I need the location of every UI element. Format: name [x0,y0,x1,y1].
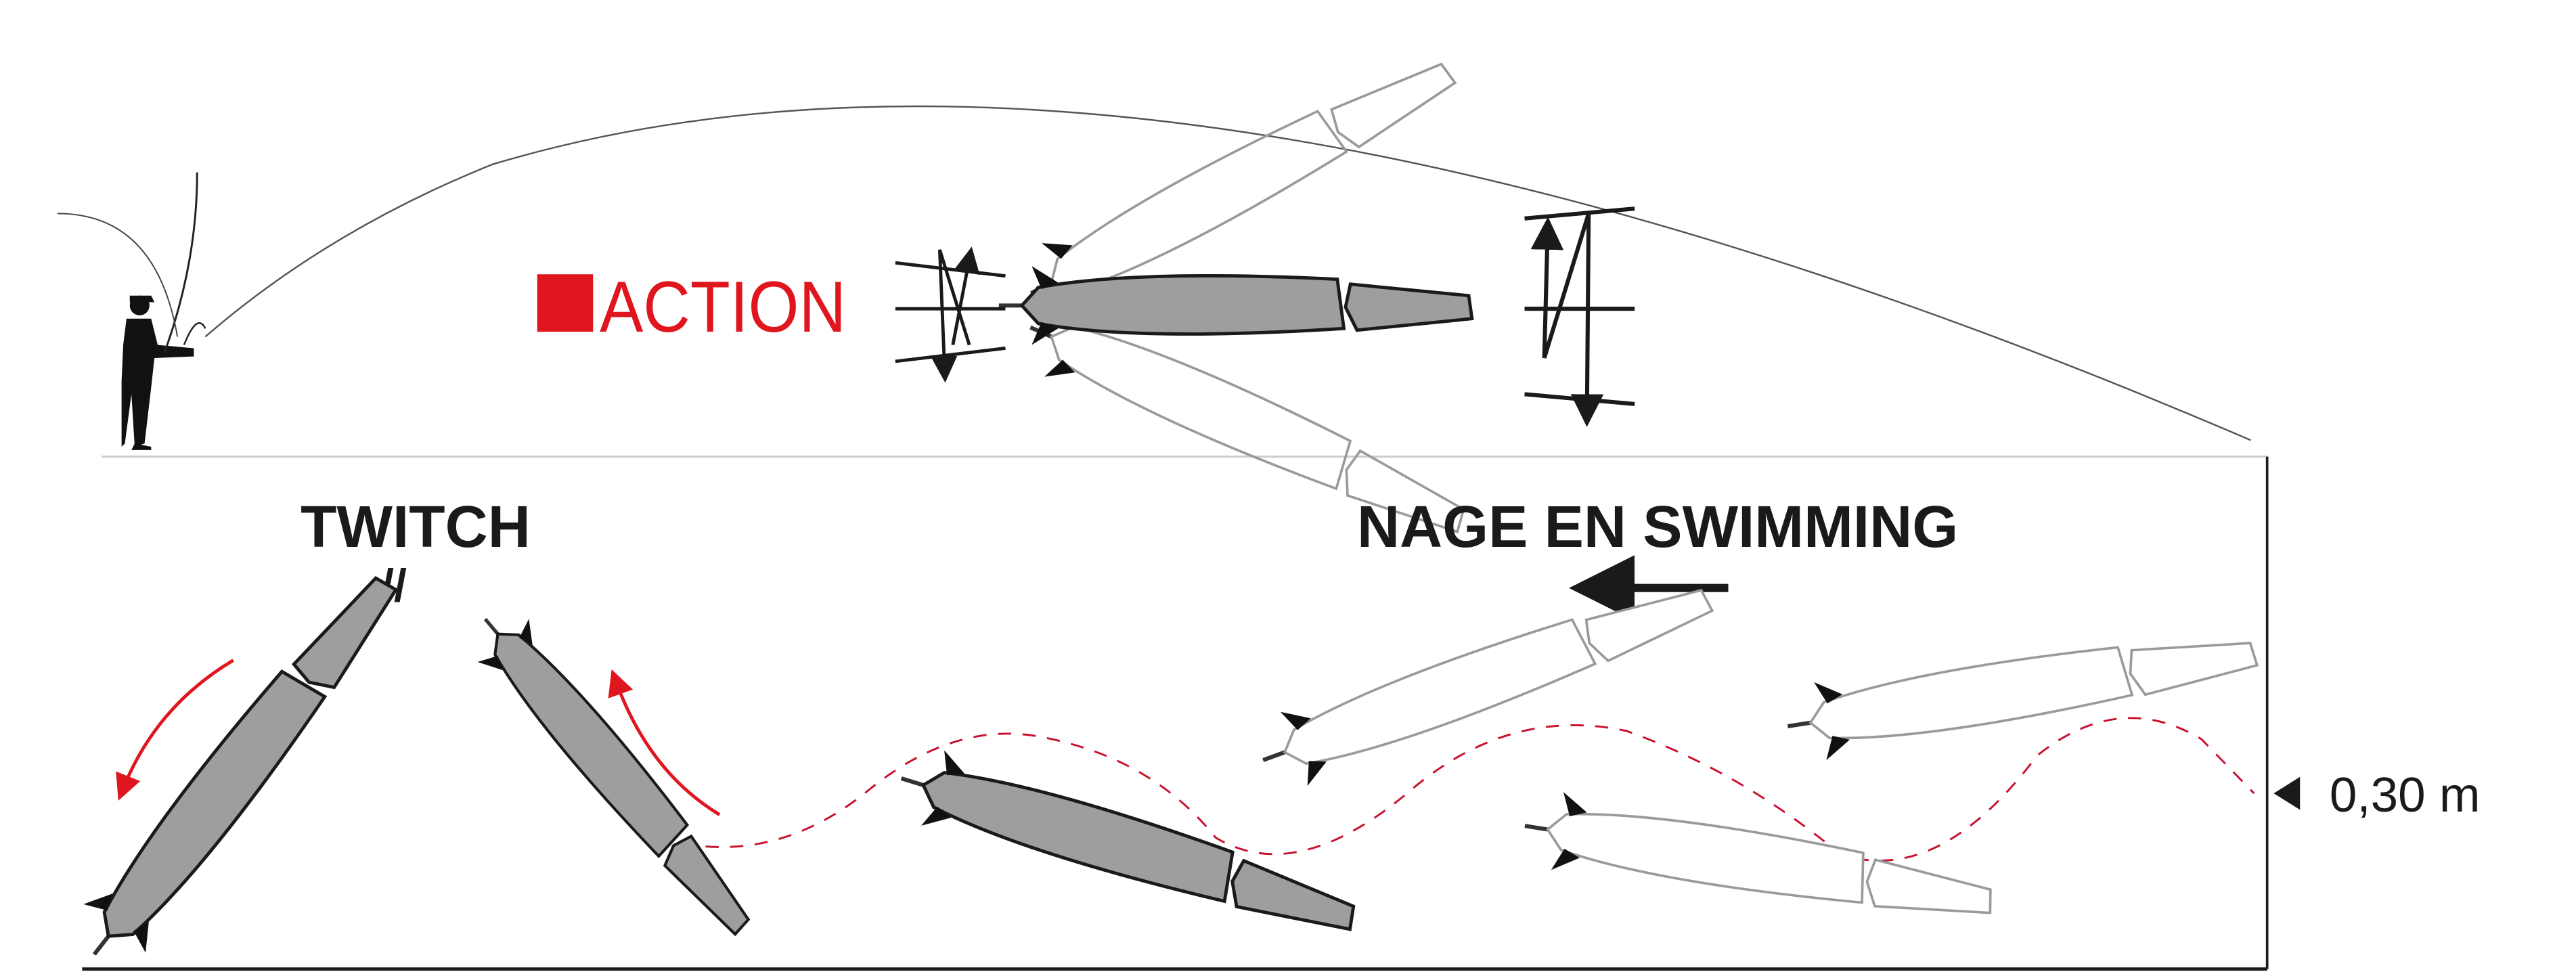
action-label: ACTION [600,266,846,347]
action-red-square [537,274,594,332]
fishing-rod-cast [183,322,206,346]
fisherman-silhouette [121,295,194,450]
swimming-label: NAGE EN SWIMMING [1357,493,1958,560]
twitch-label: TWITCH [301,493,531,560]
lure-swim-filled [890,740,1366,954]
depth-label: 0,30 m [2330,768,2481,822]
wobble-indicator-left [895,246,1006,383]
twitch-arrow-up [608,669,721,816]
fishing-rod [163,172,198,354]
lure-swim-ghost-1 [1249,561,1721,797]
swim-path [657,717,2255,862]
fishing-rod-bent [57,213,179,337]
lure-action-center [999,266,1472,345]
depth-marker-triangle [2273,776,2301,810]
twitch-arrow-down [116,659,234,801]
lure-swim-ghost-2 [1519,791,1999,939]
lure-twitch-left [63,557,416,974]
lure-swim-ghost-3 [1781,613,2261,761]
wobble-indicator-right [1524,206,1635,427]
fishing-line [204,105,2251,441]
lure-twitch-right [460,598,770,949]
